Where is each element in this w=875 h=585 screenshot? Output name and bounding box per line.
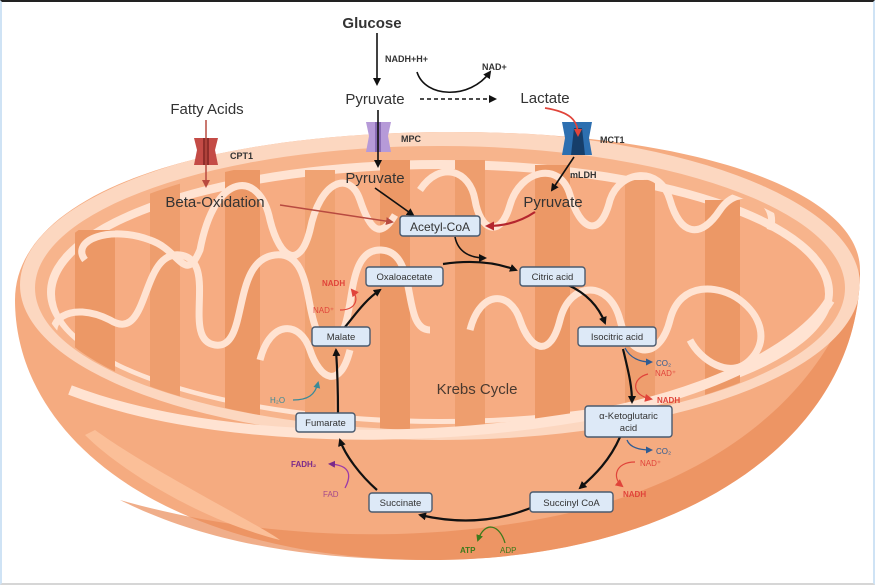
adp-label: ADP — [500, 546, 516, 555]
nad-plus-label: NAD+ — [482, 62, 507, 72]
alpha-ketoglutaric-acid-node: α-Ketoglutaric acid — [584, 405, 673, 438]
mldh-label: mLDH — [570, 170, 597, 180]
mpc-label: MPC — [401, 134, 422, 144]
isocitric-acid-node: Isocitric acid — [577, 326, 657, 347]
oxaloacetate-node: Oxaloacetate — [365, 266, 444, 287]
krebs-cycle-arrows — [332, 260, 636, 522]
ak-nad-label: NAD⁺ — [640, 459, 661, 468]
acetyl-coa-node: Acetyl-CoA — [399, 215, 481, 237]
alpha-ketoglutaric-label2: acid — [620, 423, 637, 434]
atp-label: ATP — [460, 546, 476, 555]
acetyl-to-citric-arrow — [454, 236, 487, 262]
malate-label: Malate — [327, 332, 356, 343]
lactate-label: Lactate — [520, 90, 569, 107]
succinyl-coa-label: Succinyl CoA — [543, 498, 600, 509]
malate-nad-label: NAD⁺ — [313, 306, 334, 315]
succinate-label: Succinate — [380, 498, 422, 509]
citric-acid-node: Citric acid — [519, 266, 586, 287]
citric-acid-label: Citric acid — [532, 272, 574, 283]
ak-nadh-label: NADH — [623, 490, 646, 499]
fumarate-node: Fumarate — [295, 412, 356, 433]
ak-co2-arrow — [626, 439, 653, 454]
fadh2-arrow — [328, 460, 350, 489]
pyruvate-mldh-acetyl-arrow — [485, 211, 536, 231]
h2o-arrow — [292, 381, 321, 401]
fumarate-label: Fumarate — [305, 418, 346, 429]
atp-arrow — [476, 526, 506, 544]
succinate-node: Succinate — [368, 492, 433, 513]
pyruvate-acetyl-arrow — [374, 187, 415, 217]
mct1-label: MCT1 — [600, 135, 625, 145]
nadh-h-label: NADH+H+ — [385, 54, 428, 64]
iso-nadh-arrow — [635, 373, 653, 402]
oxaloacetate-label: Oxaloacetate — [377, 272, 433, 283]
inner-membrane-rim — [68, 297, 835, 440]
beta-oxidation-arrow — [279, 204, 394, 226]
krebs-cycle-label: Krebs Cycle — [437, 381, 518, 398]
fadh2-label: FADH₂ — [291, 460, 317, 469]
malate-node: Malate — [311, 326, 371, 347]
iso-co2-arrow — [624, 347, 653, 366]
glucose-label: Glucose — [342, 15, 401, 32]
h2o-label: H₂O — [270, 396, 285, 405]
isocitric-acid-label: Isocitric acid — [591, 332, 643, 343]
iso-nad-label: NAD⁺ — [655, 369, 676, 378]
pyruvate-mpc-label: Pyruvate — [345, 170, 404, 187]
malate-nadh-arrow — [339, 288, 359, 311]
nadh-nad-arrow — [416, 70, 492, 93]
succinyl-coa-node: Succinyl CoA — [529, 491, 614, 513]
acetyl-coa-label: Acetyl-CoA — [410, 220, 470, 234]
pyruvate-outer-label: Pyruvate — [345, 91, 404, 108]
iso-nadh-label: NADH — [657, 396, 680, 405]
fad-label: FAD — [323, 490, 339, 499]
ak-co2-label: CO₂ — [656, 447, 671, 456]
pyruvate-mldh-label: Pyruvate — [523, 194, 582, 211]
malate-nadh-label: NADH — [322, 279, 345, 288]
ak-nadh-arrow — [614, 461, 636, 488]
beta-oxidation-label: Beta-Oxidation — [165, 194, 264, 211]
iso-co2-label: CO₂ — [656, 359, 671, 368]
fatty-acids-label: Fatty Acids — [170, 101, 243, 118]
cpt1-label: CPT1 — [230, 151, 253, 161]
highlight — [85, 430, 280, 540]
mldh-arrow — [550, 156, 575, 192]
lactate-mct1-arrow — [544, 107, 582, 137]
alpha-ketoglutaric-label: α-Ketoglutaric — [599, 411, 658, 422]
